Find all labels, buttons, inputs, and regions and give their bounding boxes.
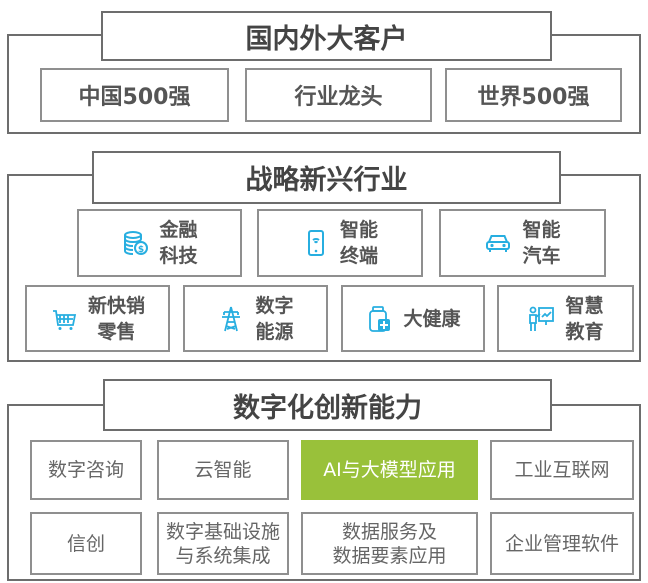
capability-label: 企业管理软件 <box>504 532 619 555</box>
teacher-board-icon <box>527 305 555 333</box>
industry-label: 智能终端 <box>340 217 378 269</box>
section-title-industries: 战略新兴行业 <box>92 151 561 204</box>
industry-label-line2: 终端 <box>339 245 378 267</box>
industry-label: 智慧教育 <box>565 293 603 345</box>
industry-label-line2: 科技 <box>159 245 198 267</box>
industry-label-line1: 金融 <box>159 219 198 241</box>
section-title-capabilities: 数字化创新能力 <box>103 379 552 431</box>
industry-label: 新快销零售 <box>88 293 145 345</box>
industry-label: 数字能源 <box>255 293 293 345</box>
capability-label: 数字咨询 <box>47 459 124 481</box>
capability-label: 工业互联网 <box>514 459 610 481</box>
car-icon <box>484 229 512 257</box>
coins-icon: $ <box>121 229 149 257</box>
industry-label-line1: 智能 <box>339 219 378 241</box>
capability-label: AI与大模型应用 <box>323 459 456 481</box>
industry-label-line2: 能源 <box>255 320 294 343</box>
industry-health: 大健康 <box>341 285 485 352</box>
capability-label: 信创 <box>66 532 105 555</box>
industry-fintech: $ 金融科技 <box>77 209 242 277</box>
client-box-industry-leaders: 行业龙头 <box>245 68 432 122</box>
industry-smart-education: 智慧教育 <box>497 285 634 352</box>
industry-label: 智能汽车 <box>522 217 560 269</box>
industry-label: 大健康 <box>403 307 461 330</box>
capability-xinchuang: 信创 <box>30 512 142 575</box>
capability-data-services: 数据服务及数据要素应用 <box>301 512 478 575</box>
industry-label-line1: 智能 <box>522 219 561 241</box>
capability-label-line2: 与系统集成 <box>175 544 271 567</box>
industry-smart-terminal: 智能终端 <box>257 209 423 277</box>
smartphone-icon <box>302 229 330 257</box>
capability-label: 云智能 <box>194 459 252 481</box>
capability-ai-large-models: AI与大模型应用 <box>301 440 478 500</box>
capability-digital-consulting: 数字咨询 <box>30 440 142 500</box>
industry-label-line2: 汽车 <box>522 245 561 267</box>
capability-label-line1: 数字基础设施 <box>165 520 280 543</box>
capability-label: 数字基础设施与系统集成 <box>166 520 280 568</box>
industry-label-line1: 智慧 <box>565 294 604 317</box>
industry-retail: 新快销零售 <box>25 285 170 352</box>
capability-cloud-intelligence: 云智能 <box>157 440 289 500</box>
capability-enterprise-software: 企业管理软件 <box>490 512 634 575</box>
industry-label-line2: 零售 <box>97 320 136 343</box>
client-box-world-500: 世界500强 <box>445 68 622 122</box>
industry-label-line1: 数字 <box>255 294 294 317</box>
power-tower-icon <box>217 305 245 333</box>
capability-label: 数据服务及数据要素应用 <box>332 520 446 568</box>
client-box-china-500: 中国500强 <box>40 68 229 122</box>
section-title-clients: 国内外大客户 <box>101 11 552 61</box>
industry-smart-car: 智能汽车 <box>439 209 606 277</box>
shopping-cart-icon <box>50 305 78 333</box>
capability-label-line2: 数据要素应用 <box>332 544 447 567</box>
industry-digital-energy: 数字能源 <box>183 285 328 352</box>
svg-text:$: $ <box>138 245 144 255</box>
industry-label: 金融科技 <box>159 217 197 269</box>
capability-digital-infrastructure: 数字基础设施与系统集成 <box>157 512 289 575</box>
capability-industrial-internet: 工业互联网 <box>490 440 634 500</box>
industry-label-line1: 新快销 <box>87 294 145 317</box>
medicine-bottle-icon <box>365 305 393 333</box>
industry-label-line2: 教育 <box>565 320 604 343</box>
capability-label-line1: 数据服务及 <box>341 520 437 543</box>
